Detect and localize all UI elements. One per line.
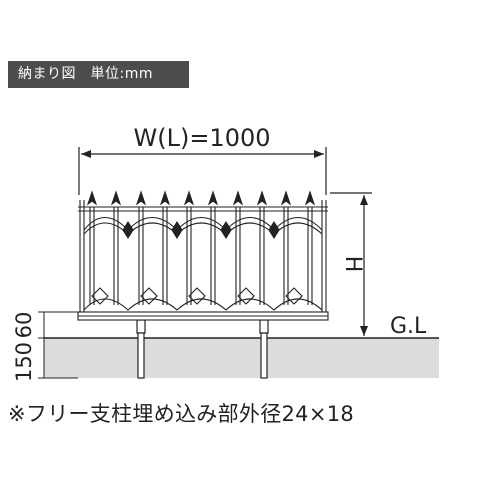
height-label: H [340,256,365,273]
depth-dimension [38,311,78,379]
pickets [86,190,316,305]
ground-label: G.L [390,314,427,339]
upper-arches [83,216,323,240]
height-dimension [330,192,372,336]
width-dimension [78,147,327,195]
lower-arches [83,287,323,311]
header-label: 納まり図 単位:mm [8,61,189,88]
ground-area [44,338,439,378]
fence-panel [77,190,329,321]
post-left [136,319,146,379]
width-label: W(L)=1000 [133,124,270,152]
dimension-150-label: 150 [12,342,36,382]
dimension-60-label: 60 [12,312,36,339]
footnote: ※フリー支柱埋め込み部外径24×18 [8,402,355,426]
post-right [259,319,269,379]
